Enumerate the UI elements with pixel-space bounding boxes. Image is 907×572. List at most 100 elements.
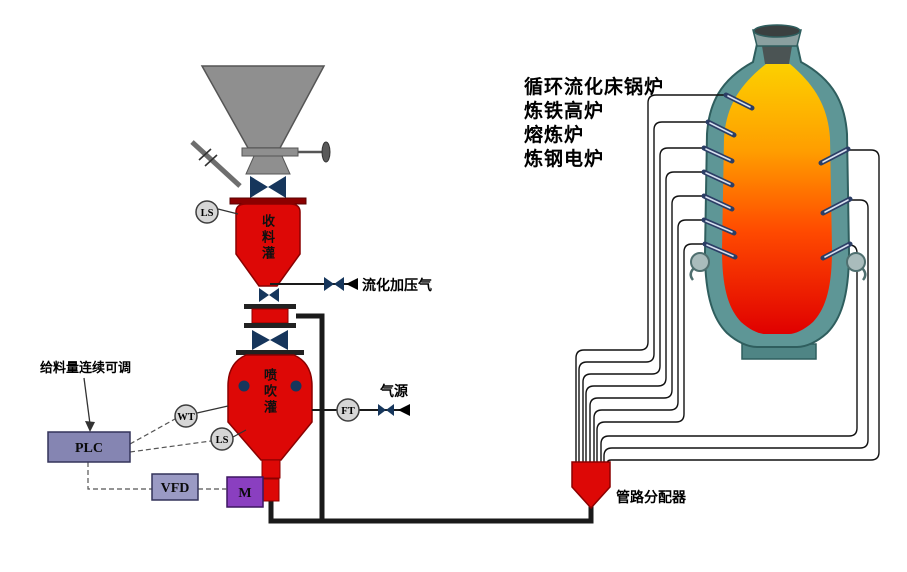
injection-lance xyxy=(723,92,755,111)
gas-source-label: 气源 xyxy=(379,383,408,399)
ls-upper-label: LS xyxy=(201,208,214,219)
fluidizing-valve xyxy=(334,277,344,291)
injection-lance xyxy=(702,241,738,260)
pipeline-distributor xyxy=(571,461,611,510)
conveying-line xyxy=(593,219,706,464)
injection-lance xyxy=(820,196,853,216)
signal-line xyxy=(129,418,176,445)
conveying-line xyxy=(606,149,880,465)
spool-flange xyxy=(244,304,296,309)
instrument-tap xyxy=(217,208,239,215)
fluidizing-gas-line: 流化加压气 xyxy=(270,277,432,293)
spool-piece xyxy=(251,308,289,324)
feed-hopper xyxy=(200,65,326,149)
transfer-valve xyxy=(252,330,270,350)
annotation-arrowhead-icon xyxy=(85,421,95,432)
ft-indicator xyxy=(336,398,360,422)
conveying-line xyxy=(575,94,728,464)
trunnion-left xyxy=(690,252,710,272)
plc-label: PLC xyxy=(75,441,103,456)
flange-tick xyxy=(198,148,212,161)
flange-tick xyxy=(204,154,218,167)
discharge-valve-upper xyxy=(259,288,269,302)
ft-label: FT xyxy=(341,406,354,417)
feed-hopper-group xyxy=(190,65,331,188)
ls-lower-label: LS xyxy=(216,435,229,446)
flow-arrow-icon xyxy=(398,404,410,416)
application-item: 炼铁高炉 xyxy=(524,99,604,122)
distributor-group: 管路分配器 xyxy=(571,461,687,510)
discharge-valve-upper xyxy=(269,288,279,302)
injection-tank xyxy=(227,354,313,461)
application-item: 炼钢电炉 xyxy=(524,147,604,170)
shoulder-nozzle xyxy=(238,380,250,392)
inlet-valve xyxy=(268,176,286,198)
injection-lance xyxy=(701,193,735,212)
conveying-line xyxy=(585,171,706,464)
receiving-tank-label: 收料灌 xyxy=(260,214,275,262)
conveying-line xyxy=(589,195,706,464)
injection-lances xyxy=(701,92,853,261)
furnace xyxy=(703,24,851,360)
signal-line xyxy=(87,462,152,490)
flow-arrow-icon xyxy=(346,278,358,290)
riser-pipe xyxy=(296,313,325,521)
application-item: 熔炼炉 xyxy=(524,123,584,146)
feed-note-label: 给料量连续可调 xyxy=(40,360,131,375)
bottom-conveying-pipe xyxy=(268,498,594,524)
injection-lance xyxy=(701,217,737,236)
application-item: 循环流化床锅炉 xyxy=(524,75,664,98)
plc-box xyxy=(47,431,131,463)
conveying-line xyxy=(600,244,858,464)
annotation-arrow xyxy=(83,377,91,425)
wt-label: WT xyxy=(177,412,195,423)
receiving-tank xyxy=(235,203,301,287)
fluidizing-gas-label: 流化加压气 xyxy=(362,277,432,293)
application-list: 循环流化床锅炉 炼铁高炉 熔炼炉 炼钢电炉 xyxy=(524,75,664,170)
control-system: PLC VFD 给料量连续可调 LS WT LS FT xyxy=(40,200,360,501)
motor-label: M xyxy=(238,486,251,501)
injection-lance xyxy=(701,169,735,188)
conveying-line xyxy=(582,147,706,464)
tank-top-flange xyxy=(229,197,307,205)
receiving-tank-group xyxy=(229,176,307,350)
instrument-tap xyxy=(232,429,247,438)
injection-lance xyxy=(705,119,737,138)
furnace-trunnions xyxy=(689,252,867,281)
vfd-box xyxy=(151,473,199,501)
distributor-label: 管路分配器 xyxy=(616,489,687,505)
injection-lance xyxy=(820,241,853,261)
ls-upper-indicator xyxy=(195,200,219,224)
inlet-valve xyxy=(250,176,268,198)
injection-tank-label: 喷吹灌 xyxy=(262,368,277,416)
wt-indicator xyxy=(174,404,198,428)
transfer-valve xyxy=(270,330,288,350)
gas-source-line: 气源 xyxy=(312,383,410,416)
shoulder-nozzle xyxy=(290,380,302,392)
injection-lance xyxy=(818,146,851,166)
hopper-flange xyxy=(241,147,299,157)
inlet-slant-pipe xyxy=(190,140,242,188)
furnace-mouth xyxy=(753,24,801,38)
spool-flange xyxy=(244,323,296,328)
injection-lance xyxy=(701,145,735,164)
tank-flange xyxy=(236,350,304,355)
handwheel-icon xyxy=(321,141,331,163)
trunnion-right-hook xyxy=(861,267,867,281)
conveying-line xyxy=(578,121,710,464)
motor-box xyxy=(226,476,264,508)
conveying-pipe-bundle xyxy=(575,94,880,465)
ls-lower-indicator xyxy=(210,427,234,451)
furnace-lining xyxy=(722,64,832,334)
conveying-line xyxy=(603,199,869,464)
hopper-outlet xyxy=(245,155,291,175)
gas-source-valve xyxy=(386,404,394,416)
rotary-feeder xyxy=(262,478,280,502)
signal-line xyxy=(129,440,212,453)
trunnion-right xyxy=(846,252,866,272)
vfd-label: VFD xyxy=(161,481,190,496)
fluidizing-valve xyxy=(324,277,334,291)
injection-tank-group: M xyxy=(226,350,313,508)
